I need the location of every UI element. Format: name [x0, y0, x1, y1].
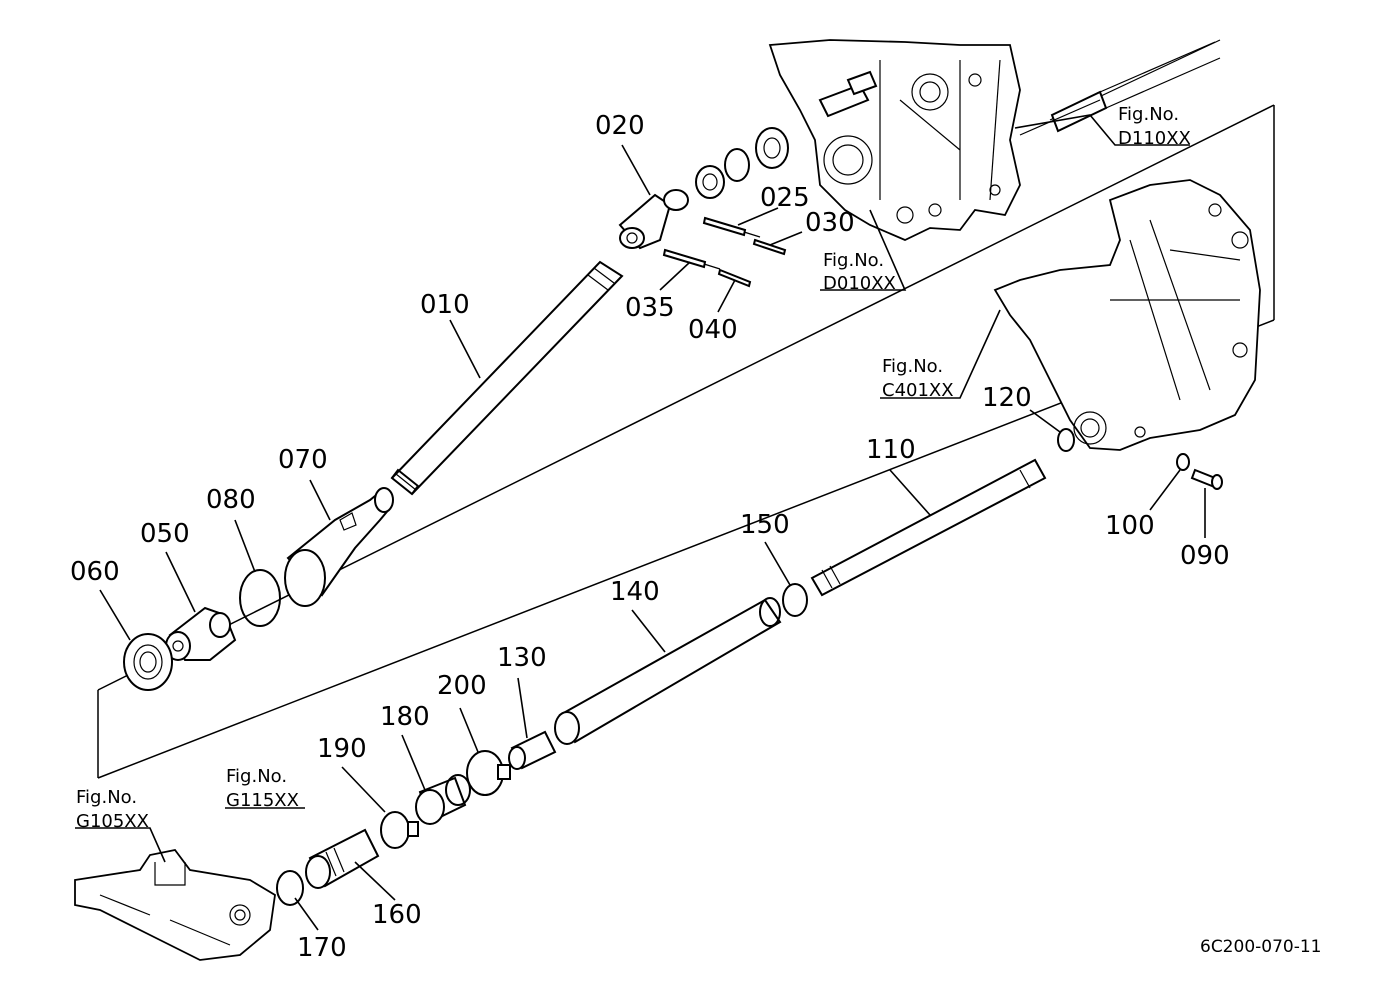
label-140: 140 — [610, 577, 660, 607]
label-130: 130 — [497, 643, 547, 673]
label-050: 050 — [140, 519, 190, 549]
label-190: 190 — [317, 734, 367, 764]
part-070-cover — [284, 487, 394, 607]
diagram-code: 6C200-070-11 — [1200, 937, 1321, 957]
part-170-o-ring — [276, 870, 304, 906]
label-030: 030 — [805, 208, 855, 238]
label-035: 035 — [625, 293, 675, 323]
fig-ref-g105-code: G105XX — [76, 811, 149, 832]
fig-ref-g115-code: G115XX — [226, 790, 299, 811]
fig-ref-d010-label: Fig.No. — [823, 250, 884, 271]
part-020-universal-joint — [618, 189, 689, 250]
part-150-o-ring — [782, 583, 808, 617]
part-140-tube — [554, 597, 782, 745]
label-070: 070 — [278, 445, 328, 475]
label-120: 120 — [982, 383, 1032, 413]
part-160-boot — [305, 828, 380, 889]
label-150: 150 — [740, 510, 790, 540]
fig-ref-g115-label: Fig.No. — [226, 766, 287, 787]
part-010-shaft — [390, 260, 624, 496]
part-100-washer — [1176, 453, 1190, 471]
figure-references: Fig.No. D110XX Fig.No. D010XX Fig.No. C4… — [76, 104, 1191, 832]
label-020: 020 — [595, 111, 645, 141]
part-200-clamp — [466, 750, 511, 796]
fig-ref-d110-code: D110XX — [1118, 128, 1191, 149]
transmission-housing — [768, 39, 1221, 241]
label-110: 110 — [866, 435, 916, 465]
part-190-clamp — [380, 811, 419, 849]
label-090: 090 — [1180, 541, 1230, 571]
fig-ref-g105-label: Fig.No. — [76, 787, 137, 808]
part-110-shaft — [810, 458, 1047, 597]
fig-ref-d110-label: Fig.No. — [1118, 104, 1179, 125]
clutch-housing — [993, 179, 1261, 451]
leader-lines — [75, 114, 1206, 931]
bearing-set — [695, 127, 789, 199]
fig-ref-c401-code: C401XX — [882, 380, 954, 401]
pins — [662, 216, 787, 288]
part-180-sleeve — [415, 774, 471, 825]
label-170: 170 — [297, 933, 347, 963]
part-060-bearing — [123, 633, 173, 691]
front-axle-housing — [74, 849, 276, 961]
fig-ref-d010-code: D010XX — [823, 273, 896, 294]
label-025: 025 — [760, 183, 810, 213]
part-130-collar — [508, 730, 557, 770]
part-050-universal-joint — [165, 606, 237, 661]
part-labels: 020 025 030 035 040 010 070 080 050 060 … — [70, 111, 1230, 963]
label-040: 040 — [688, 315, 738, 345]
label-080: 080 — [206, 485, 256, 515]
label-180: 180 — [380, 702, 430, 732]
part-090-bolt — [1190, 468, 1223, 490]
label-060: 060 — [70, 557, 120, 587]
label-200: 200 — [437, 671, 487, 701]
label-010: 010 — [420, 290, 470, 320]
fig-ref-c401-label: Fig.No. — [882, 356, 943, 377]
part-120-o-ring — [1057, 428, 1075, 452]
label-160: 160 — [372, 900, 422, 930]
part-080-o-ring — [239, 569, 281, 627]
label-100: 100 — [1105, 511, 1155, 541]
